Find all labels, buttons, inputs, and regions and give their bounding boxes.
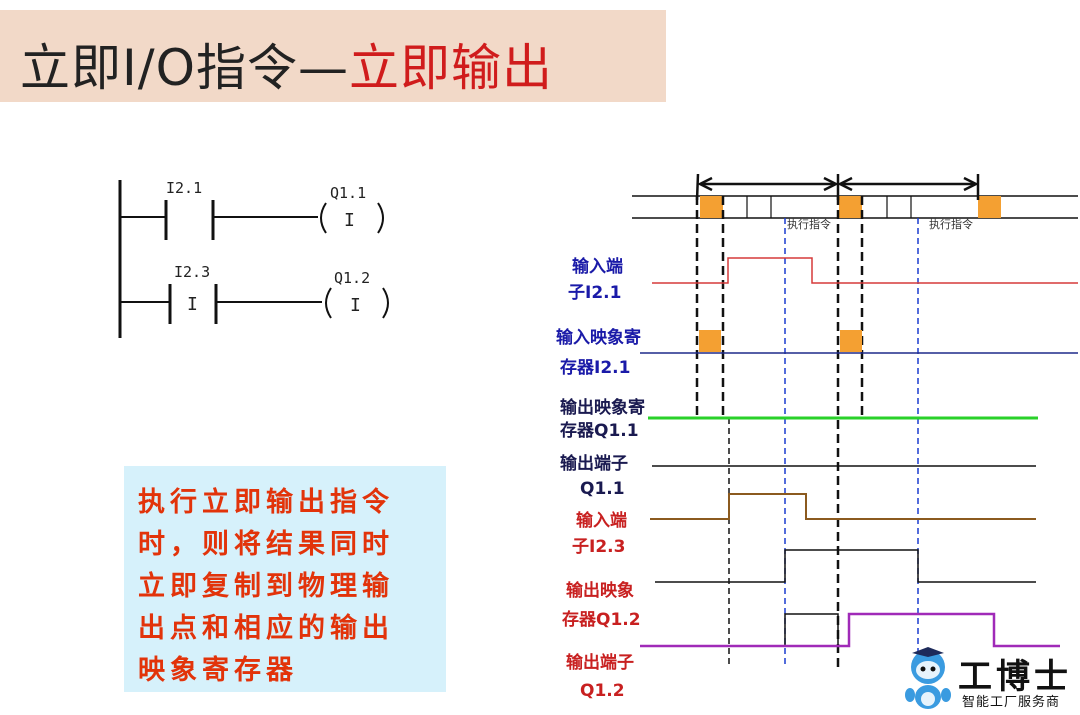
title-part-1: 立即I/O指令— — [20, 39, 349, 97]
rung2-coil-right — [382, 287, 389, 319]
rung2-contact-letter: I — [187, 294, 198, 315]
brand-logo: 工博士 智能工厂服务商 — [898, 645, 1078, 713]
signal-label-5-line2: 子I2.3 — [572, 537, 625, 557]
rung1-coil-letter: I — [344, 210, 355, 231]
signal-label-3-line2: 存器Q1.1 — [560, 420, 639, 441]
signal-label-4-line1: 输出端子 — [560, 453, 628, 474]
rung2-coil-left — [325, 287, 332, 319]
signal-label-4-line2: Q1.1 — [580, 479, 625, 499]
robot-mascot-icon — [905, 647, 951, 709]
ladder-diagram — [118, 180, 389, 338]
signal-label-3-line1: 输出映象寄 — [560, 397, 645, 418]
rung1-coil-left — [320, 202, 327, 234]
reference-lines — [695, 196, 919, 668]
waveform-output-terminal-q1-2 — [640, 612, 1060, 648]
signal-label-7-line1: 输出端子 — [566, 652, 634, 673]
rung2-contact-label: I2.3 — [174, 263, 210, 281]
signal-labels: 输入端 子I2.1 输入映象寄 存器I2.1 输出映象寄 存器Q1.1 输出端子… — [556, 256, 645, 701]
signal-label-6-line1: 输出映象 — [566, 580, 634, 601]
waveform-output-terminal-q1-2-black — [784, 613, 839, 646]
rung1-coil-right — [377, 202, 384, 234]
signal-label-2-line2: 存器I2.1 — [560, 357, 630, 378]
signal-label-6-line2: 存器Q1.2 — [562, 609, 641, 630]
waveform-output-image-q1-2 — [655, 549, 1036, 583]
note-line-4: 出点和相应的输出 — [138, 613, 394, 644]
note-line-2: 时，则将结果同时 — [138, 529, 394, 560]
signal-label-1-line1: 输入端 — [572, 256, 623, 277]
rung2-coil-letter: I — [350, 295, 361, 316]
signal-label-5-line1: 输入端 — [576, 510, 627, 531]
waveform-input-terminal-i2-1 — [652, 257, 1078, 284]
note-line-3: 立即复制到物理输 — [138, 571, 394, 602]
signal-label-2-line1: 输入映象寄 — [556, 327, 641, 348]
exec-label-2: 执行指令 — [929, 217, 973, 231]
exec-label-1: 执行指令 — [787, 217, 831, 231]
title-bar: 立即I/O指令—立即输出 — [0, 10, 666, 102]
signal-label-7-line2: Q1.2 — [580, 681, 625, 701]
waveform-input-image-i2-1 — [640, 330, 1078, 354]
explanation-box: 执行立即输出指令 时，则将结果同时 立即复制到物理输 出点和相应的输出 映象寄存… — [124, 466, 446, 692]
page-title: 立即I/O指令—立即输出 — [20, 28, 553, 100]
note-line-1: 执行立即输出指令 — [138, 487, 394, 518]
rung2-coil-label: Q1.2 — [334, 269, 370, 287]
note-line-5: 映象寄存器 — [138, 655, 298, 686]
title-part-2: 立即输出 — [348, 39, 553, 97]
signal-label-1-line2: 子I2.1 — [568, 283, 621, 303]
waveform-input-terminal-i2-3 — [650, 493, 1036, 520]
brand-name: 工博士 — [958, 657, 1072, 697]
rung1-contact-label: I2.1 — [166, 179, 202, 197]
rung1-coil-label: Q1.1 — [330, 184, 366, 202]
scan-cycle-band — [632, 173, 1078, 219]
brand-tagline: 智能工厂服务商 — [962, 695, 1061, 710]
